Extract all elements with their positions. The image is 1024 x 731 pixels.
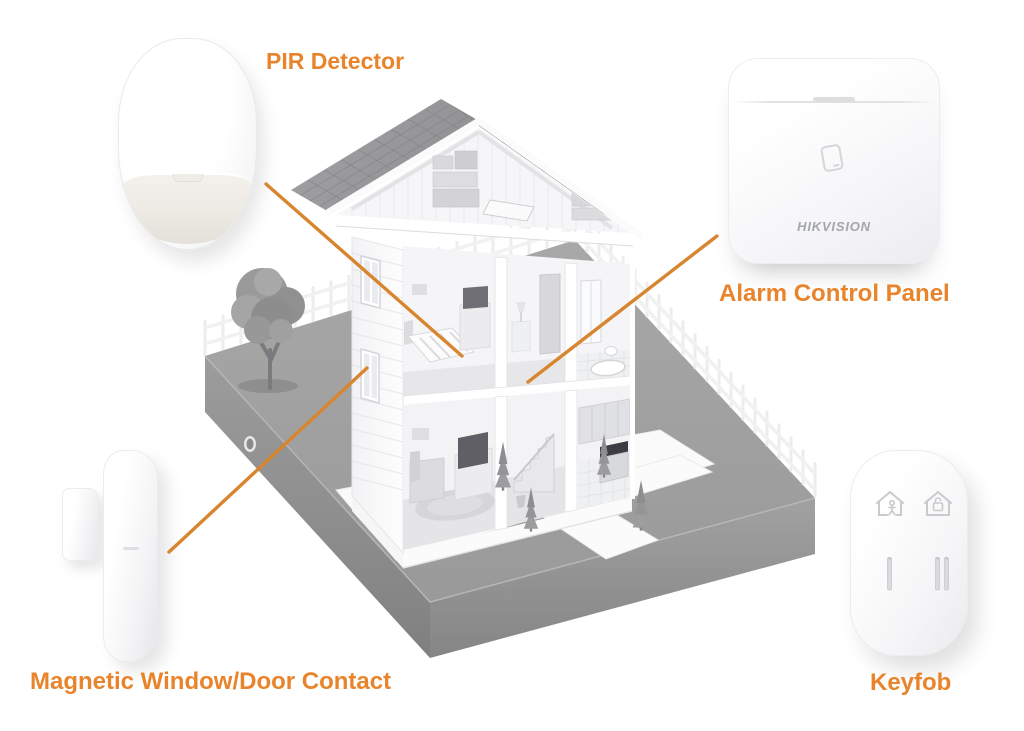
pir-detector-label: PIR Detector <box>266 48 405 74</box>
wall-divider <box>494 256 508 391</box>
staircase <box>513 433 555 508</box>
keyfob-device <box>850 450 968 656</box>
pir-detector-body <box>118 38 257 250</box>
contact-main-bar <box>103 450 158 662</box>
magnetic-contact-label: Magnetic Window/Door Contact <box>30 668 392 695</box>
wall-window-upper <box>360 255 381 309</box>
card-icon <box>819 143 845 173</box>
keyfob-button-ii <box>944 557 949 591</box>
wall-window-lower <box>360 348 380 404</box>
pir-detector-device <box>118 38 257 250</box>
house-lock-icon <box>924 491 952 516</box>
alarm-control-panel-device: HIKVISION <box>728 58 940 264</box>
corner-trim <box>630 262 635 499</box>
pir-lens-notch <box>172 174 203 183</box>
pir-detector-lens <box>123 173 252 244</box>
magnetic-contact-device <box>62 450 158 662</box>
skylight <box>482 199 535 222</box>
panel-seam <box>733 101 935 103</box>
wall-divider <box>564 389 578 513</box>
panel-led-slot <box>813 97 855 102</box>
ground-floor <box>403 385 632 550</box>
contact-brand-mark <box>122 547 139 550</box>
alarm-control-panel-label: Alarm Control Panel <box>719 280 950 307</box>
keyfob-button-i <box>887 557 892 591</box>
drain-pipe <box>244 436 256 452</box>
keyfob-button-ii <box>935 557 940 591</box>
living-room <box>409 428 495 521</box>
contact-magnet-bar <box>62 488 99 561</box>
keyfob-label: Keyfob <box>870 669 952 696</box>
kitchen <box>577 398 632 509</box>
house-person-icon <box>876 491 904 516</box>
second-floor <box>403 246 632 398</box>
panel-brand: HIKVISION <box>797 219 871 234</box>
wall-divider <box>564 262 578 385</box>
